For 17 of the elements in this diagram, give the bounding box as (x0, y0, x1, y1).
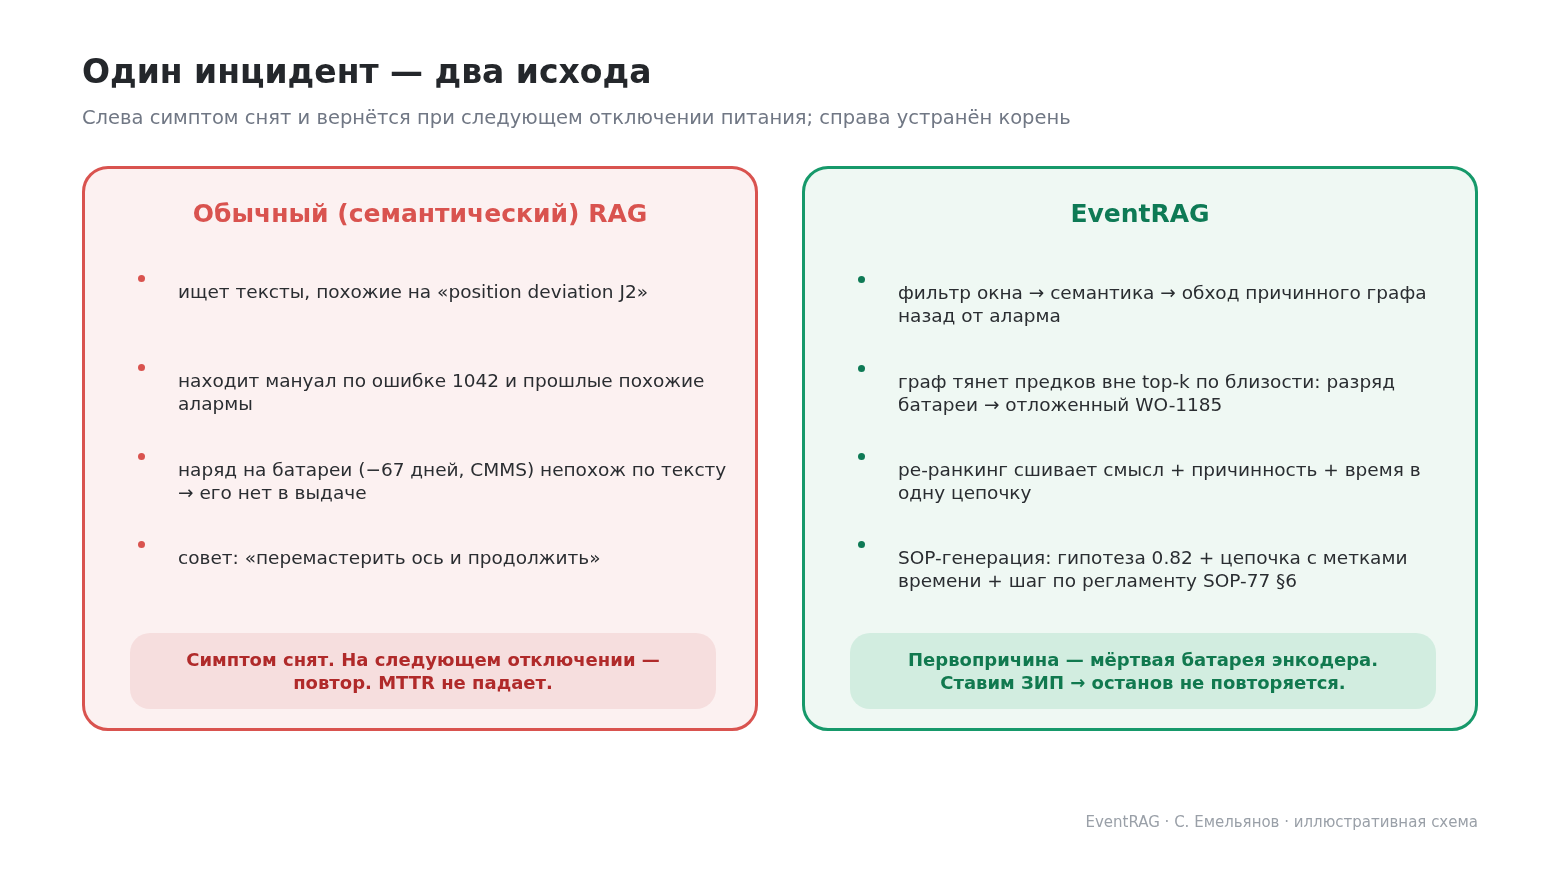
page-title: Один инцидент — два исхода (82, 52, 652, 91)
bullet-text: ре-ранкинг сшивает смысл + причинность + время в одну цепочку (898, 458, 1422, 504)
comparison-panel (82, 166, 758, 731)
bullet-text: SOP-генерация: гипотеза 0.82 + цепочка с метками времени + шаг по регламенту SOP-77 §6 (898, 546, 1409, 592)
page-subtitle: Слева симптом снят и вернётся при следующем отключении питания; справа устранён корень (82, 106, 1071, 129)
bullet-text: находит мануал по ошибке 1042 и прошлые похожие алармы (178, 369, 706, 415)
bullet-text: ищет тексты, похожие на «position deviation J2» (178, 280, 649, 303)
bullet-text: граф тянет предков вне top-k по близости: разряд батареи → отложенный WO-1185 (898, 370, 1397, 416)
bullet-text: фильтр окна → семантика → обход причинного графа назад от аларма (898, 281, 1428, 327)
footer-note: EventRAG · С. Емельянов · иллюстративная схема (1085, 813, 1478, 831)
verdict-box: Первопричина — мёртвая батарея энкодера. Ставим ЗИП → останов не повторяется. (850, 633, 1436, 709)
bullet-text: наряд на батареи (−67 дней, CMMS) непохож по тексту → его нет в выдаче (178, 458, 728, 504)
verdict-box: Симптом снят. На следующем отключении — повтор. MTTR не падает. (130, 633, 716, 709)
panel-heading: Обычный (семантический) RAG (191, 199, 649, 228)
bullet-text: совет: «перемастерить ось и продолжить» (178, 546, 602, 569)
comparison-panel (802, 166, 1478, 731)
panel-heading: EventRAG (1069, 199, 1211, 228)
